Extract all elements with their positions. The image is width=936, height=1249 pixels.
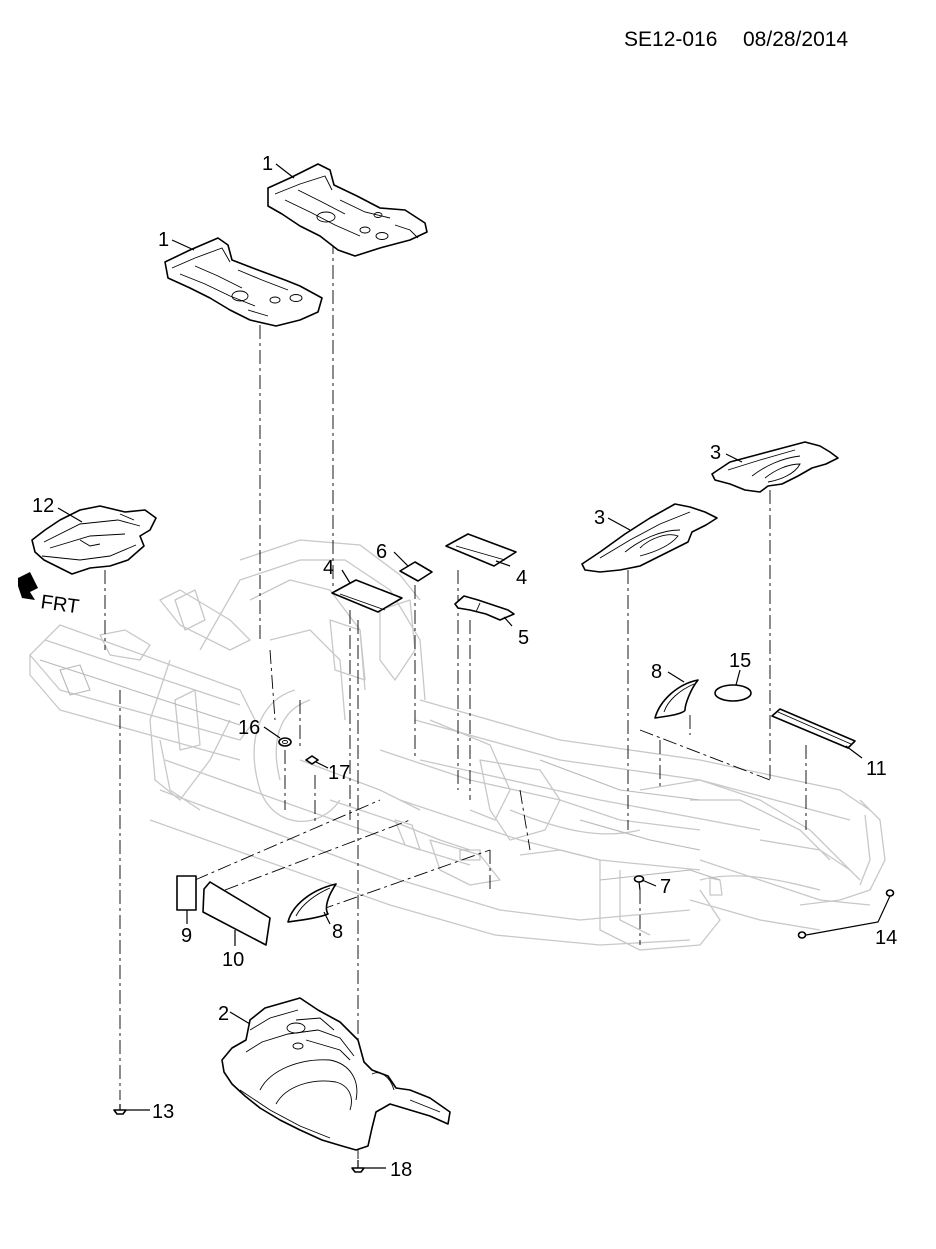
insulator-strip-11 <box>771 708 856 749</box>
front-direction-indicator: FRT <box>18 572 81 618</box>
callout-16: 16 <box>238 717 260 739</box>
floor-carpet-insulator-right <box>711 441 839 493</box>
callout-10: 10 <box>222 949 244 971</box>
callout-12: 12 <box>32 495 54 517</box>
callout-9: 9 <box>181 925 192 947</box>
insulator-pad-9 <box>176 875 197 911</box>
floor-insulator-rear-lower <box>164 237 323 327</box>
insulator-wedge-8-lower <box>287 883 337 923</box>
callout-1: 1 <box>158 229 169 251</box>
clip-17 <box>305 755 319 765</box>
floor-carpet-insulator-left <box>581 503 718 573</box>
callout-5: 5 <box>518 627 529 649</box>
callout-1: 1 <box>262 153 273 175</box>
push-pin-13 <box>113 1104 127 1115</box>
floor-insulator-rear-upper <box>267 163 428 257</box>
diagram-date: 08/28/2014 <box>743 28 848 51</box>
front-direction-arrow-icon <box>18 572 38 600</box>
insulator-pad-5 <box>454 595 515 621</box>
callout-17: 17 <box>328 762 350 784</box>
floor-tunnel-insulator <box>221 997 451 1151</box>
insulator-pad-10 <box>202 881 271 946</box>
callout-7: 7 <box>660 876 671 898</box>
dash-insulator-panel <box>31 505 157 575</box>
callout-6: 6 <box>376 541 387 563</box>
grommets-14 <box>797 889 895 939</box>
plug-16 <box>278 737 292 747</box>
insulator-wedge-8-upper <box>654 679 699 719</box>
callout-4: 4 <box>323 557 334 579</box>
leader-lines <box>57 163 891 1169</box>
vehicle-underbody <box>29 539 886 951</box>
callout-2: 2 <box>218 1003 229 1025</box>
insulator-pad-15 <box>714 684 752 702</box>
callout-18: 18 <box>390 1159 412 1181</box>
callout-8: 8 <box>332 921 343 943</box>
insulator-pad-6 <box>399 561 433 582</box>
callout-numbers: 1 1 12 6 4 4 5 3 3 8 15 11 16 17 7 14 9 … <box>32 153 897 1181</box>
callout-14: 14 <box>875 927 897 949</box>
insulator-pad-4-right <box>445 533 517 567</box>
push-pin-18 <box>351 1160 365 1173</box>
callout-8: 8 <box>651 661 662 683</box>
insulator-pad-4-left <box>331 579 403 613</box>
callout-11: 11 <box>866 758 887 780</box>
callout-4: 4 <box>516 567 527 589</box>
callout-3: 3 <box>710 442 721 464</box>
callout-15: 15 <box>729 650 751 672</box>
front-direction-label: FRT <box>39 591 80 618</box>
retainer-7 <box>633 875 645 891</box>
alignment-lines <box>104 240 807 1160</box>
callout-13: 13 <box>152 1101 174 1123</box>
callout-3: 3 <box>594 507 605 529</box>
diagram-code: SE12-016 <box>624 28 717 51</box>
